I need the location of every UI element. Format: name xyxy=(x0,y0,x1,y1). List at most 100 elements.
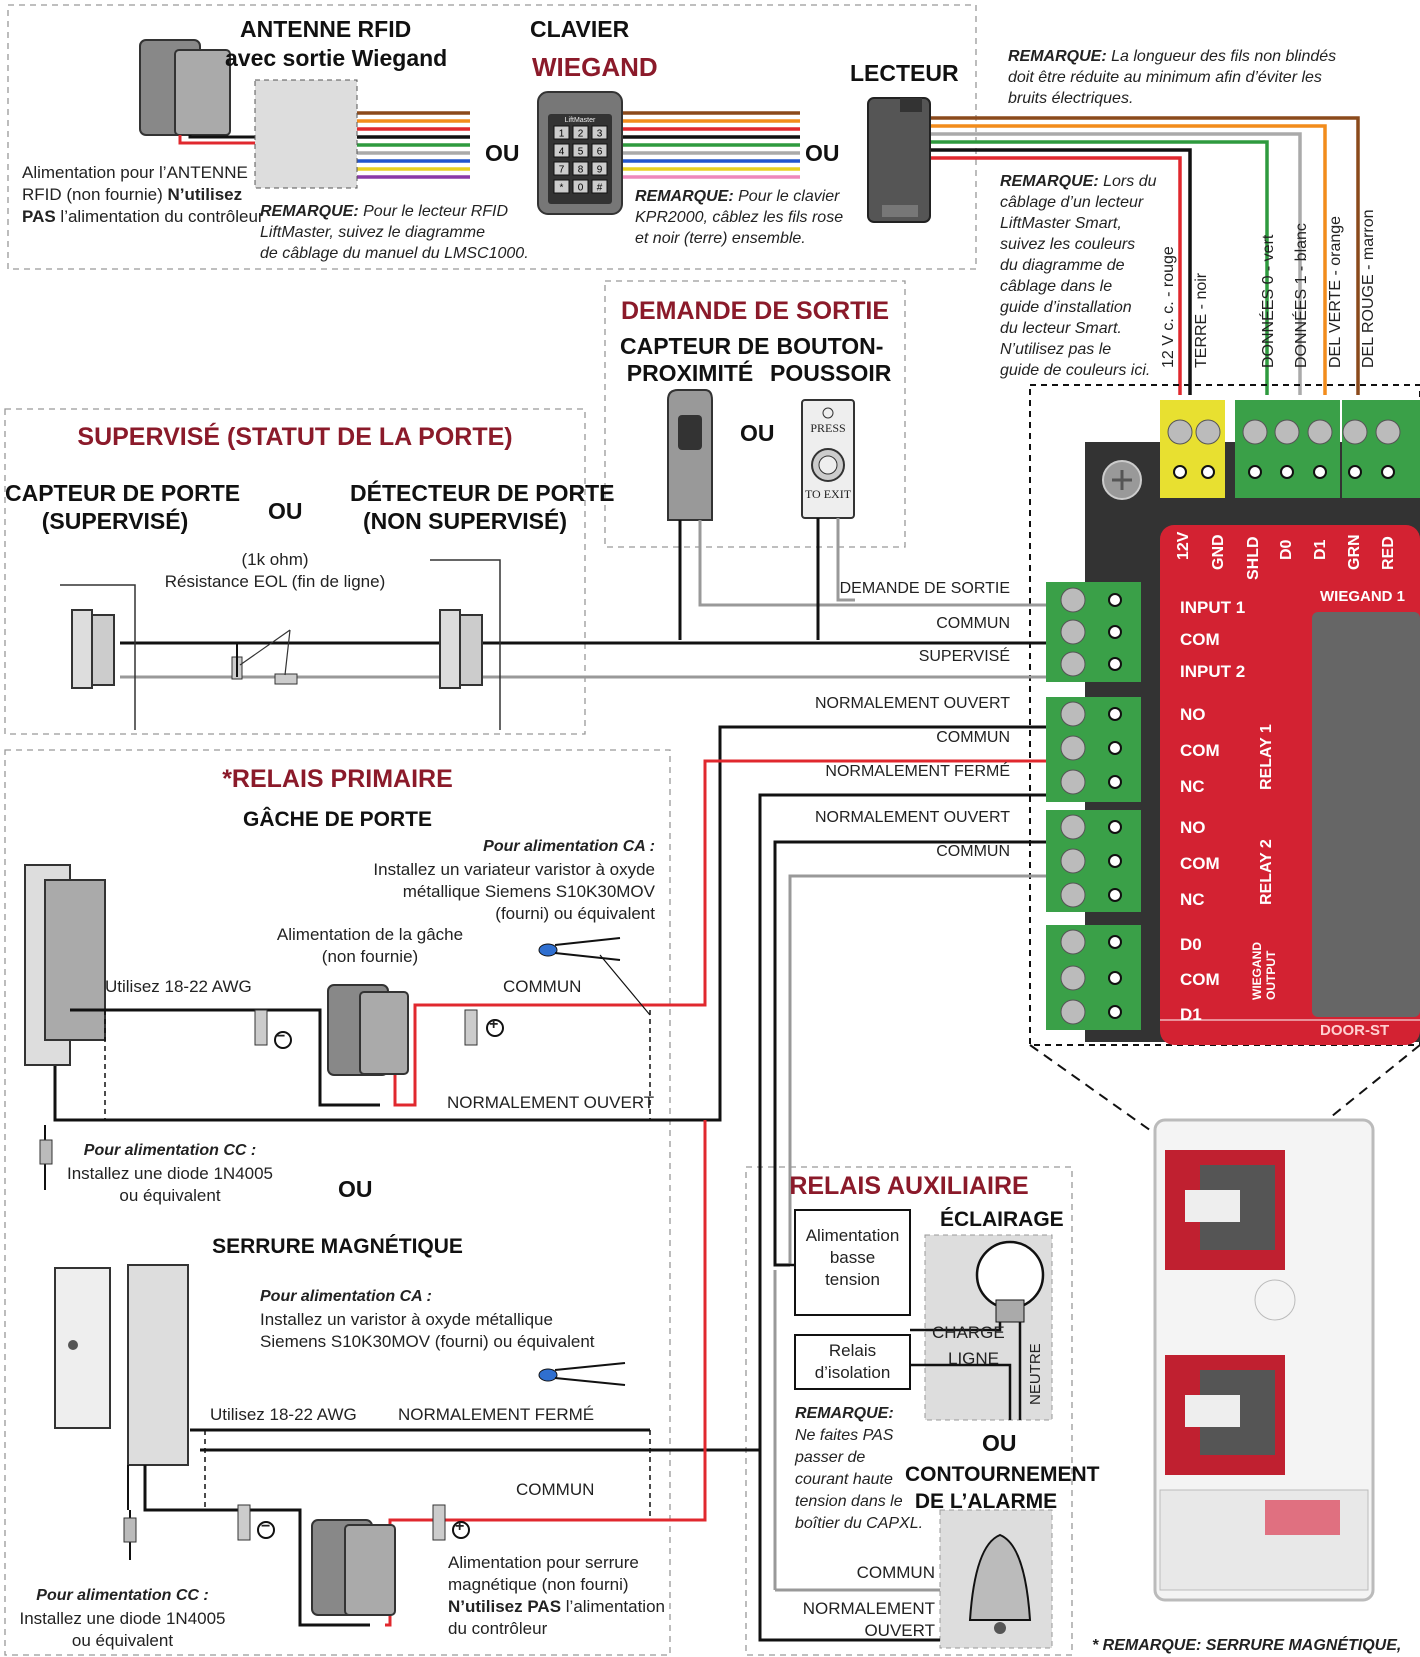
remarque-label: REMARQUE: xyxy=(635,188,734,205)
smart-note-4: du diagramme de xyxy=(1000,257,1125,274)
rex-section xyxy=(604,280,906,548)
relay2-nc: NC xyxy=(1180,890,1205,909)
keypad-key-label: # xyxy=(597,183,603,194)
aux-remarque-2: passer de xyxy=(795,1449,866,1466)
supervise-title: SUPERVISÉ (STATUT DE LA PORTE) xyxy=(77,423,513,451)
resistance-1: (1k ohm) xyxy=(241,550,309,569)
remarque-label: REMARQUE: xyxy=(1008,48,1107,65)
keypad-key xyxy=(572,143,589,158)
ca-text-1: Installez un variateur varistor à oxyde xyxy=(373,860,655,879)
wire-label-red: DEL ROUGE - marron xyxy=(1360,209,1377,368)
relay1-wires xyxy=(53,725,1046,1452)
charge-label: CHARGE xyxy=(932,1323,1005,1342)
wire-note-3: bruits électriques. xyxy=(1008,90,1134,107)
wire-demande-sortie: DEMANDE DE SORTIE xyxy=(839,580,1010,597)
no-gache: NORMALEMENT OUVERT xyxy=(447,1093,655,1112)
power-note-2a: RFID (non fournie) xyxy=(22,185,168,204)
footer-note: * REMARQUE: SERRURE MAGNÉTIQUE, xyxy=(1092,1637,1402,1654)
relais-iso-1: Relais xyxy=(828,1341,877,1360)
minus-2: − xyxy=(261,1518,271,1535)
alim-basse-1: Alimentation xyxy=(805,1226,900,1245)
capteur-porte-2: (SUPERVISÉ) xyxy=(41,508,189,534)
kpr-note-3: et noir (terre) ensemble. xyxy=(635,230,806,247)
power-note-line2: RFID (non fournie) N’utilisez xyxy=(22,185,242,205)
pin-d0: D0 xyxy=(1278,539,1295,560)
wire-supervise: SUPERVISÉ xyxy=(918,648,1010,665)
aux-remarque: REMARQUE: xyxy=(795,1405,894,1422)
keypad-key-label: 7 xyxy=(559,165,565,176)
pin-shld: SHLD xyxy=(1245,536,1262,580)
ca2-text-1: Installez un varistor à oxyde métallique xyxy=(260,1310,553,1329)
keypad-key xyxy=(553,161,570,176)
diode-2 xyxy=(123,1510,137,1560)
door-sensor-unsupervised xyxy=(430,559,501,730)
diode-1 xyxy=(39,1125,53,1190)
keypad-brand: LiftMaster xyxy=(565,117,596,124)
mag-connectors xyxy=(237,1504,470,1541)
rfid-subtitle: avec sortie Wiegand xyxy=(225,45,448,71)
input2-label: INPUT 2 xyxy=(1180,662,1246,681)
keypad-key xyxy=(572,161,589,176)
commun-gache: COMMUN xyxy=(503,977,582,996)
relais-iso-2: d’isolation xyxy=(814,1363,891,1382)
keypad-key-label: 6 xyxy=(597,147,603,158)
wire-note-1: REMARQUE: La longueur des fils non blind… xyxy=(1008,48,1336,66)
card-reader xyxy=(867,97,931,223)
wire-note-2: doit être réduite au minimum afin d’évit… xyxy=(1008,69,1322,86)
rfid-note-1: REMARQUE: Pour le lecteur RFID xyxy=(260,203,508,221)
smart-note-8: N’utilisez pas le xyxy=(1000,341,1112,358)
rex-ou: OU xyxy=(740,420,775,446)
remarque-label: REMARQUE: xyxy=(1000,173,1099,190)
rfid-note-3: de câblage du manuel du LMSC1000. xyxy=(260,245,529,262)
neutre-label: NEUTRE xyxy=(1027,1343,1044,1405)
keypad-key xyxy=(572,179,589,194)
mag-power-supply xyxy=(311,1519,396,1616)
rfid-title: ANTENNE RFID xyxy=(240,16,412,42)
cc-text-1: Installez une diode 1N4005 xyxy=(66,1164,274,1183)
keypad-key xyxy=(553,143,570,158)
minus-1: − xyxy=(276,1028,286,1045)
aux-diagram xyxy=(758,1209,1053,1649)
smart-note-0-text: Lors du xyxy=(1098,173,1157,190)
cc-text-2: ou équivalent xyxy=(119,1186,221,1205)
keypad-key-label: 2 xyxy=(578,129,584,140)
wire-no-2: NORMALEMENT OUVERT xyxy=(815,809,1010,826)
wire-label-gnd: TERRE - noir xyxy=(1193,272,1210,368)
keypad-key-label: 9 xyxy=(597,165,603,176)
press-label: PRESS xyxy=(810,421,846,435)
detecteur-porte-2: (NON SUPERVISÉ) xyxy=(362,508,568,534)
contournement-2: DE L’ALARME xyxy=(914,1490,1058,1513)
wire-commun-2: COMMUN xyxy=(936,729,1010,746)
ca2-title: Pour alimentation CA : xyxy=(260,1288,432,1305)
supervise-section xyxy=(4,408,586,735)
alim-serrure-bold: N’utilisez PAS xyxy=(448,1597,562,1616)
wout-label-2: OUTPUT xyxy=(1264,950,1278,1000)
supervise-ou: OU xyxy=(268,498,303,524)
alim-serrure-1: Alimentation pour serrure xyxy=(448,1553,639,1572)
remarque-label: REMARQUE: xyxy=(260,203,359,220)
keypad-key xyxy=(553,125,570,140)
primaire-section xyxy=(4,749,671,1656)
rfid-note-2: LiftMaster, suivez le diagramme xyxy=(260,224,485,241)
ca-title: Pour alimentation CA : xyxy=(483,838,655,855)
pin-grn: GRN xyxy=(1346,534,1363,570)
kpr-note-2: KPR2000, câblez les fils rose xyxy=(635,209,844,226)
relay1-nc: NC xyxy=(1180,777,1205,796)
alim-basse-3: tension xyxy=(825,1270,880,1289)
power-note-line1: Alimentation pour l’ANTENNE xyxy=(22,163,248,182)
relay2-no: NO xyxy=(1180,818,1206,837)
primaire-title: *RELAIS PRIMAIRE xyxy=(222,765,453,793)
top-reader-section xyxy=(7,4,977,270)
top-ou-1: OU xyxy=(485,140,520,166)
alim-serrure-2: magnétique (non fourni) xyxy=(448,1575,629,1594)
aux-no-2: OUVERT xyxy=(864,1621,935,1640)
door-sensor-supervised xyxy=(60,584,298,730)
plus-2: + xyxy=(455,1518,465,1535)
rfid-power-supply xyxy=(139,39,255,145)
alim-serrure-rest: l’alimentation xyxy=(561,1597,665,1616)
power-note-line3: PAS l’alimentation du contrôleur xyxy=(22,207,264,227)
top-ou-2: OU xyxy=(805,140,840,166)
alim-serrure-3: N’utilisez PAS l’alimentation xyxy=(448,1597,665,1617)
strike-power-supply xyxy=(327,984,409,1076)
